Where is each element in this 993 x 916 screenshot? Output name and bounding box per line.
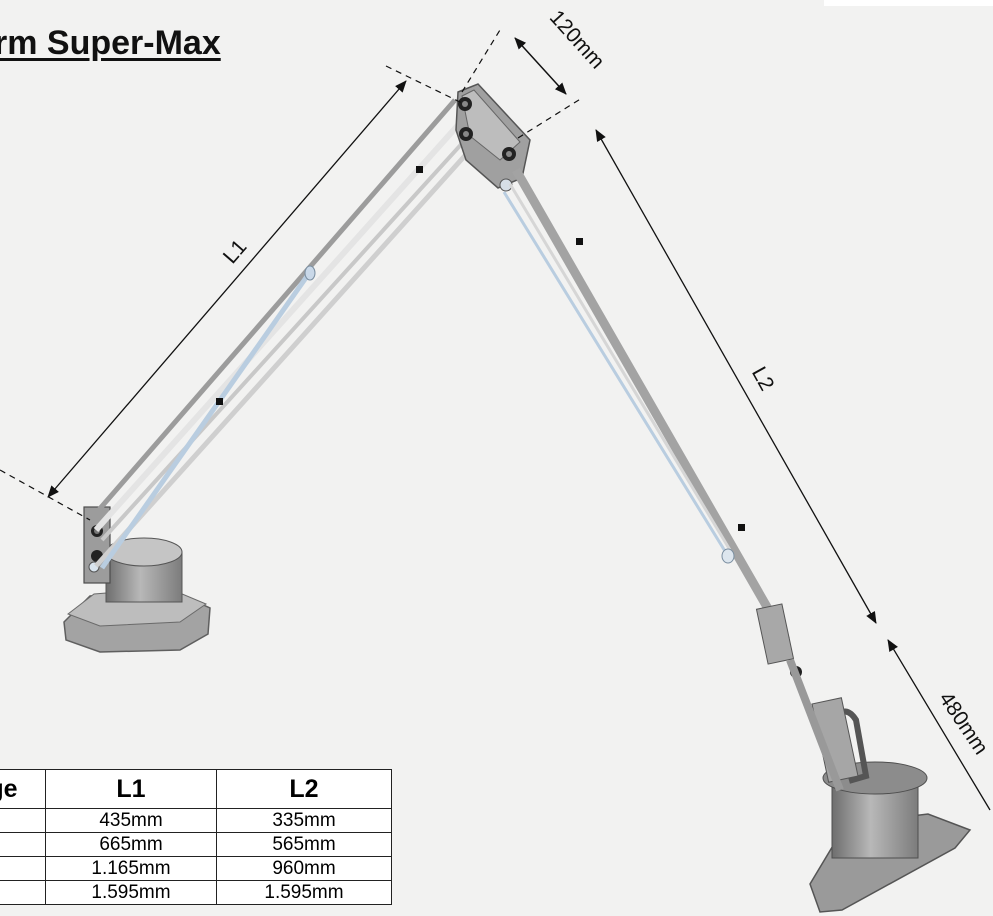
table-cell: [0, 808, 46, 833]
table-cell: 565mm: [216, 832, 392, 857]
label-120mm: 120mm: [545, 6, 609, 73]
corner-box: [824, 0, 993, 6]
table-row: 1.595mm 1.595mm: [0, 880, 392, 905]
table-cell: [0, 832, 46, 857]
page-title: rm Super-Max: [0, 24, 221, 62]
spec-table: ge L1 L2 435mm 335mm 665mm 565mm 1.165mm…: [0, 769, 392, 905]
label-480mm: 480mm: [934, 688, 992, 759]
table-row: 1.165mm 960mm: [0, 856, 392, 881]
table-row: 435mm 335mm: [0, 808, 392, 833]
left-base: [63, 506, 211, 653]
table-cell: 335mm: [216, 808, 392, 833]
label-l1: L1: [219, 235, 252, 268]
right-base: [809, 697, 972, 913]
col-header-size: ge: [0, 769, 46, 809]
table-header-row: ge L1 L2: [0, 769, 392, 809]
table-row: 665mm 565mm: [0, 832, 392, 857]
table-cell: 960mm: [216, 856, 392, 881]
table-cell: [0, 880, 46, 905]
table-cell: 1.165mm: [45, 856, 217, 881]
table-cell: 1.595mm: [216, 880, 392, 905]
col-header-l1: L1: [45, 769, 217, 809]
table-cell: [0, 856, 46, 881]
table-cell: 1.595mm: [45, 880, 217, 905]
dimension-l1: L1: [0, 65, 463, 521]
table-cell: 435mm: [45, 808, 217, 833]
lower-arm: [88, 98, 478, 570]
label-l2: L2: [747, 363, 778, 395]
table-cell: 665mm: [45, 832, 217, 857]
col-header-l2: L2: [216, 769, 392, 809]
elbow-joint: [455, 83, 531, 192]
